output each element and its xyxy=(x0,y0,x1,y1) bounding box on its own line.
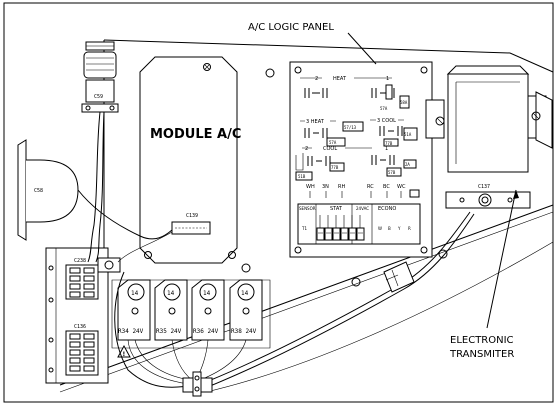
svg-text:R36 24V: R36 24V xyxy=(193,328,219,335)
c137-label: C137 xyxy=(478,184,490,190)
svg-text:R35 24V: R35 24V xyxy=(156,328,182,335)
panel-bottom-edge-2 xyxy=(59,211,554,393)
drawing-frame xyxy=(3,2,554,403)
svg-text:T1: T1 xyxy=(301,226,307,231)
wiring-harness xyxy=(77,111,554,397)
svg-text:R38 24V: R38 24V xyxy=(231,328,257,335)
svg-text:WC: WC xyxy=(397,184,406,190)
heat3-label: 3 HEAT xyxy=(306,119,325,125)
c136-label: C136 xyxy=(74,324,86,330)
svg-text:BC: BC xyxy=(383,184,390,190)
heat2-label: 2 xyxy=(315,76,318,82)
transmitter-callout-line1: ELECTRONIC xyxy=(450,335,514,346)
svg-text:14: 14 xyxy=(167,290,175,297)
heat-label: HEAT xyxy=(333,76,347,82)
svg-text:!: ! xyxy=(123,351,126,358)
c238-label: C238 xyxy=(74,258,86,264)
svg-text:51B: 51B xyxy=(298,174,306,179)
svg-text:R: R xyxy=(408,226,411,231)
svg-text:77B: 77B xyxy=(385,141,393,146)
relay-row: 14 R34 24V 14 R35 24V 14 R36 24V 14 R38 … xyxy=(111,279,271,358)
module-ac: MODULE A/C C139 xyxy=(139,56,241,264)
cable-clamp xyxy=(383,261,415,293)
svg-text:RC: RC xyxy=(367,184,374,190)
logic-panel-leader xyxy=(347,32,377,65)
c137-body xyxy=(447,73,529,173)
transmitter-callout-line2: TRANSMITER xyxy=(449,349,514,360)
panel-top-edge xyxy=(103,39,554,73)
svg-text:ECONO: ECONO xyxy=(378,206,396,212)
cool3-label: 3 COOL xyxy=(377,118,396,124)
svg-text:3N: 3N xyxy=(322,184,329,190)
relay-r38: 14 R38 24V xyxy=(229,279,263,341)
svg-text:57/13: 57/13 xyxy=(344,125,357,130)
svg-text:WH: WH xyxy=(306,184,315,190)
panel-hole xyxy=(438,249,448,259)
svg-text:51A: 51A xyxy=(404,132,412,137)
cable-clamp xyxy=(182,371,213,397)
svg-text:Y: Y xyxy=(397,226,401,231)
heat1-label: 1 xyxy=(386,76,389,82)
svg-text:14: 14 xyxy=(241,290,249,297)
module-screw xyxy=(203,63,211,71)
panel-hole xyxy=(351,277,361,287)
transmitter-leader xyxy=(486,189,517,329)
module-screw xyxy=(144,251,152,259)
svg-text:2A: 2A xyxy=(405,162,410,167)
module-title: MODULE A/C xyxy=(150,127,241,142)
svg-text:77B: 77B xyxy=(331,165,339,170)
cool2-label: 2 xyxy=(305,146,308,152)
panel-hole xyxy=(241,263,251,273)
cool1-label: 1 xyxy=(385,146,388,152)
module-screw xyxy=(228,251,236,259)
connector-c59: C59 xyxy=(81,41,119,113)
svg-text:58A: 58A xyxy=(400,100,408,105)
svg-text:R34 24V: R34 24V xyxy=(118,328,144,335)
svg-text:57B: 57B xyxy=(388,170,396,175)
logic-panel-callout: A/C LOGIC PANEL xyxy=(248,22,334,33)
connector-c137: C137 xyxy=(425,65,553,209)
svg-text:B: B xyxy=(388,226,391,231)
svg-text:SENSOR: SENSOR xyxy=(299,206,316,211)
terminal-strip xyxy=(316,227,365,241)
cool-label: COOL xyxy=(323,146,337,152)
relay-r34: 14 R34 24V xyxy=(117,279,151,341)
svg-text:W: W xyxy=(378,226,382,231)
svg-text:14: 14 xyxy=(203,290,211,297)
connector-c58: C58 xyxy=(17,139,79,241)
harness-bracket: C238 C136 xyxy=(45,247,121,384)
svg-text:RH: RH xyxy=(338,184,345,190)
svg-text:STAT: STAT xyxy=(330,206,343,212)
c59-label: C59 xyxy=(94,94,103,100)
module-connector-label: C139 xyxy=(186,213,198,219)
relay-r36: 14 R36 24V xyxy=(191,279,225,341)
svg-text:24VAC: 24VAC xyxy=(356,206,369,211)
logic-board: 2 HEAT 1 57A 58A 3 HEAT 57/13 57A 3 COOL… xyxy=(289,61,433,258)
c58-label: C58 xyxy=(34,188,43,194)
svg-text:57A: 57A xyxy=(329,140,337,145)
svg-text:14: 14 xyxy=(131,290,139,297)
svg-text:57A: 57A xyxy=(380,106,388,111)
panel-hole xyxy=(265,68,275,78)
relay-r35: 14 R35 24V xyxy=(154,279,188,341)
